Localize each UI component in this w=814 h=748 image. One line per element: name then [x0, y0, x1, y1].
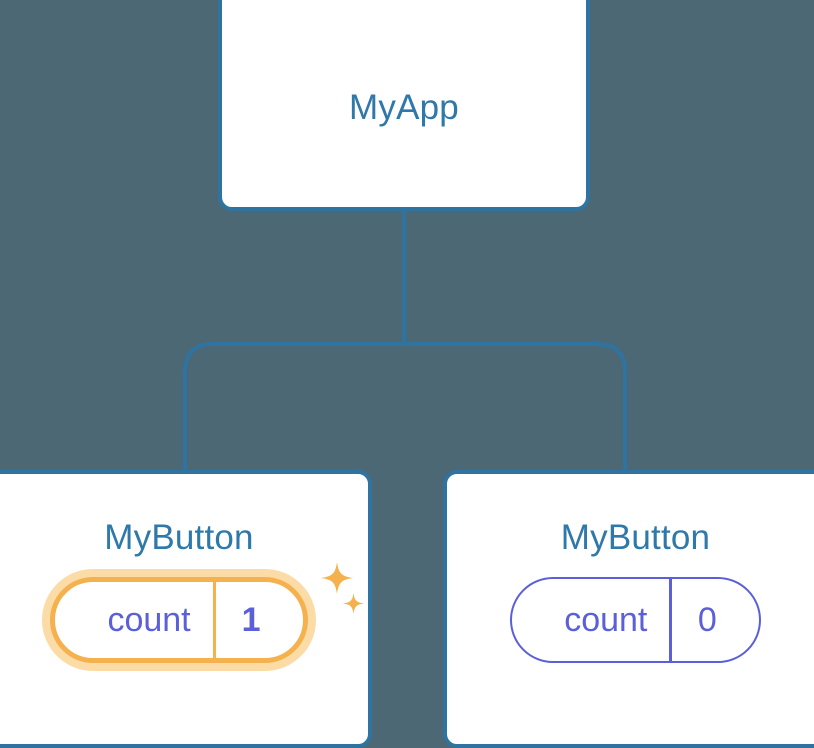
state-value-0: 1 [241, 601, 261, 639]
node-root-title: MyApp [349, 88, 459, 127]
state-divider-0 [212, 582, 216, 658]
state-pill-wrap-1: count 0 [447, 577, 814, 663]
node-root[interactable]: MyApp [218, 0, 590, 211]
state-key-1: count [564, 601, 648, 639]
state-value-1: 0 [697, 601, 717, 639]
node-child-0[interactable]: MyButton count 1 [0, 470, 372, 748]
connector-child-bus [183, 342, 627, 470]
state-pill-1[interactable]: count 0 [510, 577, 761, 663]
state-pill-wrap-0: count 1 [0, 577, 368, 663]
node-child-0-title: MyButton [104, 518, 254, 557]
state-key-0: count [107, 601, 191, 639]
node-child-1-title: MyButton [560, 518, 711, 557]
node-child-1[interactable]: MyButton count 0 [443, 470, 814, 748]
state-divider-1 [669, 579, 672, 661]
state-pill-0[interactable]: count 1 [50, 577, 308, 663]
